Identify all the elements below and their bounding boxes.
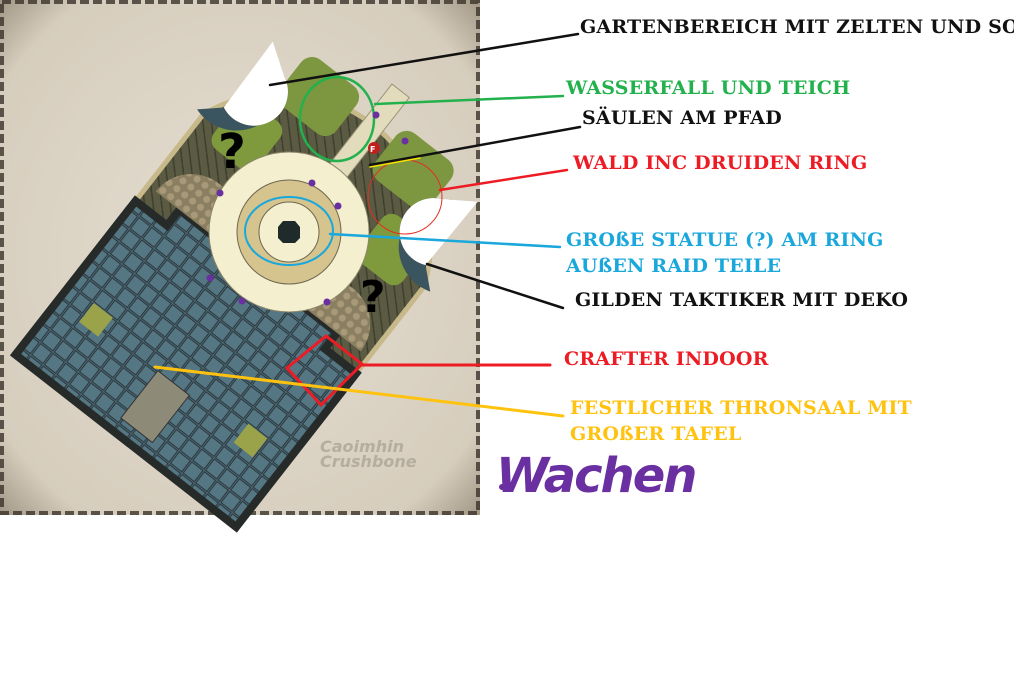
leader-line-throne xyxy=(153,365,565,418)
label-statue-line1: GROßE STATUE (?) AM RING xyxy=(566,229,884,251)
label-waterfall-pond: WASSERFALL UND TEICH xyxy=(566,77,851,99)
map-marker-icon: F xyxy=(368,142,380,154)
watermark: Crushbone xyxy=(320,452,417,471)
statue-base xyxy=(278,221,300,243)
legend-guards-handwritten: Wachen xyxy=(496,448,697,504)
label-statue-line2: AUßEN RAID TEILE xyxy=(566,255,782,277)
label-garden-area: GARTENBEREICH MIT ZELTEN UND SO xyxy=(580,16,1014,38)
watermark: Caoimhin xyxy=(320,437,404,456)
svg-text:F: F xyxy=(370,145,375,154)
guard-dot xyxy=(308,179,316,187)
label-pillars-path: SÄULEN AM PFAD xyxy=(582,107,782,129)
leader-line-pillars xyxy=(368,125,582,167)
label-throne-line1: FESTLICHER THRONSAAL MIT xyxy=(570,397,912,419)
guard-dot xyxy=(323,298,331,306)
guard-dot xyxy=(334,202,342,210)
question-mark-icon: ? xyxy=(218,124,246,180)
guard-dot xyxy=(206,274,214,282)
guard-dot xyxy=(372,111,380,119)
question-mark-icon: ? xyxy=(360,272,386,323)
statue-ellipse xyxy=(244,196,334,266)
leader-line-waterfall xyxy=(373,94,565,106)
guard-markers xyxy=(206,111,505,490)
guard-dot xyxy=(499,484,505,490)
leader-line-forest xyxy=(438,168,569,192)
guard-dot xyxy=(216,189,224,197)
waterfall-circle xyxy=(298,75,376,163)
guard-dot xyxy=(238,297,246,305)
label-throne-line2: GROßER TAFEL xyxy=(570,423,742,445)
label-statue: GROßE STATUE (?) AM RING AUßEN RAID TEIL… xyxy=(566,227,884,279)
label-throne-hall: FESTLICHER THRONSAAL MIT GROßER TAFEL xyxy=(570,395,912,447)
leader-lines xyxy=(153,32,582,418)
leader-line-statue xyxy=(328,232,562,249)
leader-line-tactician xyxy=(425,262,565,310)
label-crafter-indoor: CRAFTER INDOOR xyxy=(564,348,769,370)
leader-line-garden xyxy=(268,32,580,87)
label-guild-tactician: GILDEN TAKTIKER MIT DEKO xyxy=(575,289,909,311)
guard-dot xyxy=(401,137,409,145)
label-forest-druid-ring: WALD INC DRUIDEN RING xyxy=(573,152,868,174)
